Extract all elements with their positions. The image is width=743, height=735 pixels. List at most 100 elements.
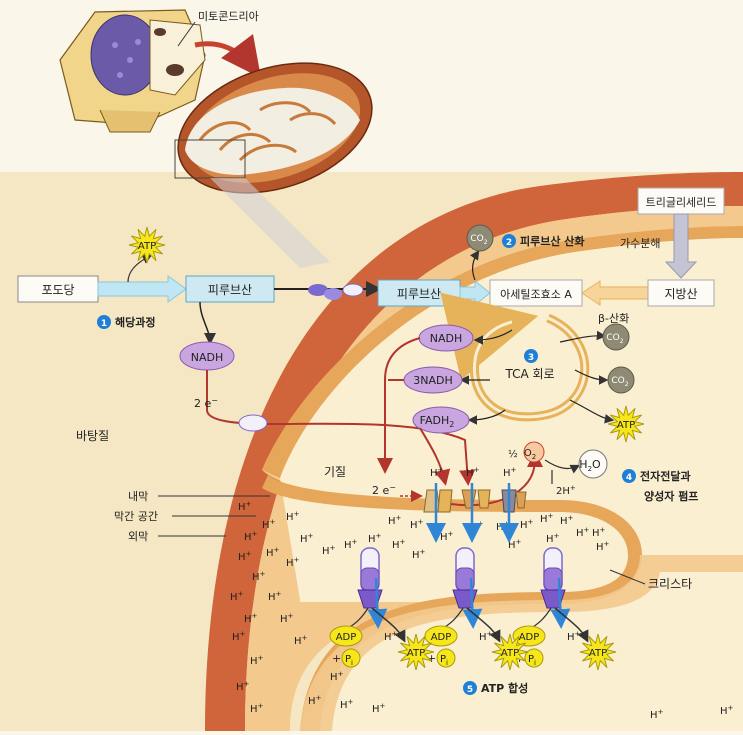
h2o-label: H2O xyxy=(579,458,601,473)
proton-label: H+ xyxy=(230,590,244,603)
co2-arrow-1 xyxy=(470,250,480,281)
half-label: ½ xyxy=(508,448,518,460)
proton-label: H+ xyxy=(546,532,560,545)
proton-label: H+ xyxy=(720,704,734,717)
pi-label: Pi xyxy=(528,654,536,667)
proton-label: H+ xyxy=(368,532,382,545)
proton-label: H+ xyxy=(479,630,493,643)
inner-membrane-shuttle xyxy=(238,414,268,432)
co2-arrow-3 xyxy=(574,369,609,385)
adp-label: ADP xyxy=(519,632,540,643)
proton-label: H+ xyxy=(322,544,336,557)
atp-synthase: H+ADP+Pi xyxy=(329,547,406,668)
pi-label: Pi xyxy=(440,654,448,667)
proton-label: H+ xyxy=(238,500,252,513)
co2-circle xyxy=(466,224,494,252)
hydrolysis-label: 가수분해 xyxy=(620,236,660,250)
proton-label: H+ xyxy=(430,466,444,479)
adp-label: ADP xyxy=(336,632,357,643)
step-number: 4 xyxy=(626,473,632,483)
proton-label: H+ xyxy=(410,518,424,531)
atp-label: ATP xyxy=(617,420,635,431)
fatty-acid-label: 지방산 xyxy=(664,287,697,301)
atp-star xyxy=(128,226,166,264)
acetyl-coa-label: 아세틸조효소 A xyxy=(500,288,572,301)
fadh-oval xyxy=(412,406,470,434)
atp-synthase: H+ADP+Pi xyxy=(512,547,589,668)
hydrolysis-arrow xyxy=(664,213,698,279)
co2-circle xyxy=(607,366,635,394)
outer-membrane xyxy=(205,172,743,731)
step-badge-circle xyxy=(97,315,111,329)
proton-label: H+ xyxy=(388,514,402,527)
co2-label: CO2 xyxy=(606,333,623,345)
matrix-label: 기질 xyxy=(324,465,346,479)
pi-circle xyxy=(341,648,361,668)
proton-label: H+ xyxy=(232,630,246,643)
tca-nadh-arrow xyxy=(473,329,513,345)
proton-label: H+ xyxy=(300,532,314,545)
o2-circle xyxy=(523,441,545,463)
proton-label: H+ xyxy=(286,510,300,523)
glucose-label: 포도당 xyxy=(41,283,74,297)
proton-label: H+ xyxy=(236,680,250,693)
proton-label: H+ xyxy=(238,550,252,563)
adp-oval xyxy=(424,625,458,647)
step-number: 2 xyxy=(506,238,512,248)
cristae-pointer xyxy=(609,569,646,585)
electron-path-4 xyxy=(419,427,451,486)
co2-label: CO2 xyxy=(470,234,487,246)
proton-labels: H+H+H+H+H+H+H+H+H+H+H+H+H+H+H+H+H+H+H+H+… xyxy=(230,466,734,721)
atp-label: ATP xyxy=(407,648,425,659)
proton-label: H+ xyxy=(244,530,258,543)
proton-label: H+ xyxy=(286,556,300,569)
pi-circle xyxy=(524,648,544,668)
proton-flow-arrow xyxy=(550,577,571,629)
proton-flow-arrow xyxy=(367,577,388,629)
proton-label: H+ xyxy=(576,526,590,539)
atp-synthase: H+ ADP + Pi xyxy=(424,547,501,668)
step-badge-circle xyxy=(502,234,516,248)
pi-label: Pi xyxy=(345,654,353,667)
proton-label: H+ xyxy=(567,630,581,643)
proton-label: H+ xyxy=(344,538,358,551)
crista-fold xyxy=(262,475,642,731)
proton-label: H+ xyxy=(520,518,534,531)
step-label: 전자전달과 xyxy=(640,469,691,483)
pyruvate-label-2: 피루브산 xyxy=(397,287,441,301)
cristae-label: 크리스타 xyxy=(648,577,692,591)
intermembrane-label: 막간 공간 xyxy=(114,510,158,523)
proton-label: H+ xyxy=(466,466,480,479)
beta-oxidation-label: β-산화 xyxy=(598,312,629,325)
atp-label: ATP xyxy=(501,648,519,659)
proton-label: H+ xyxy=(262,518,276,531)
step-label: ATP 합성 xyxy=(481,681,528,695)
zoom-beam xyxy=(210,178,330,268)
adp-label: ADP xyxy=(431,632,452,643)
electron-path-2 xyxy=(377,337,421,474)
water-formation-arrow xyxy=(544,459,581,474)
step-number: 3 xyxy=(528,353,534,363)
plus-label: + xyxy=(332,652,341,665)
plus-label: + xyxy=(427,652,436,665)
proton-label: H+ xyxy=(280,612,294,625)
co2-arrow-2 xyxy=(559,330,607,343)
proton-label: H+ xyxy=(412,548,426,561)
nadh3-label: 3NADH xyxy=(413,374,453,387)
adp-oval xyxy=(512,625,546,647)
triglyceride-label: 트리글리세리드 xyxy=(646,196,717,209)
proton-label: H+ xyxy=(250,654,264,667)
lower-intermembrane xyxy=(300,555,743,731)
nadh-label-1: NADH xyxy=(191,351,224,364)
proton-label: H+ xyxy=(540,512,554,525)
proton-label: H+ xyxy=(560,514,574,527)
proton-label: H+ xyxy=(596,540,610,553)
proton-label: H+ xyxy=(268,590,282,603)
o2-label: O2 xyxy=(524,448,536,461)
nadh-label-2: NADH xyxy=(430,332,463,345)
triglyceride-box xyxy=(637,187,725,215)
